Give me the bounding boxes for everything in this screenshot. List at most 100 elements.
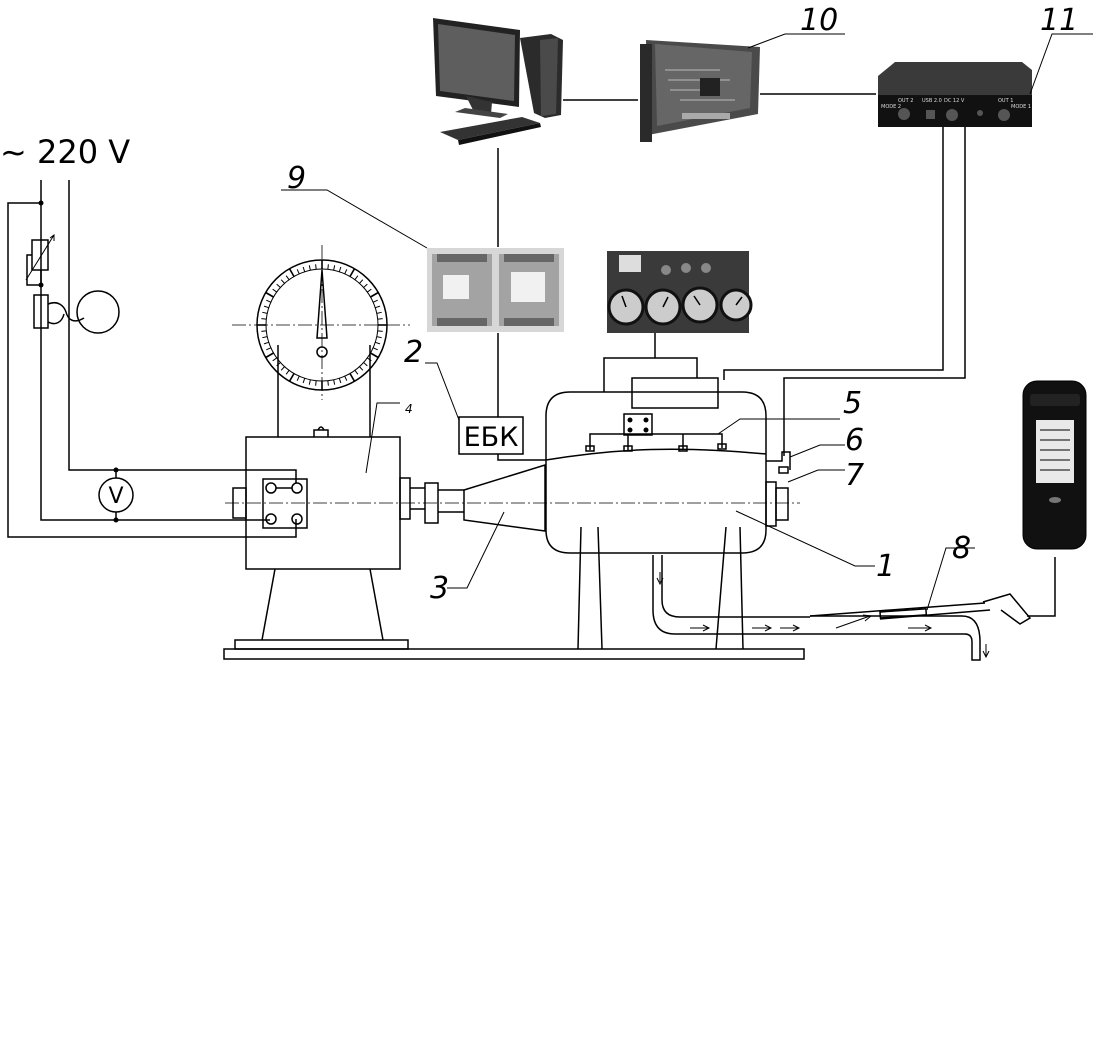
dial-tick (266, 299, 272, 303)
dial-tick (376, 311, 382, 314)
base-frame (223, 639, 805, 660)
shaft-and-transmission: 3 (225, 463, 800, 606)
dial-tick (266, 347, 272, 351)
dial-tick (302, 266, 306, 272)
dial-tick (333, 265, 336, 271)
port-dc: DC 12 V (944, 98, 965, 104)
dial-tick (315, 380, 317, 386)
dial-tick (261, 318, 267, 320)
power-supply: ~ 220 V (0, 133, 297, 538)
dial-tick (261, 330, 267, 332)
dial-tick (265, 291, 274, 298)
dynamometer-balancer: 4 (232, 245, 413, 641)
dial-tick (308, 265, 311, 271)
dial-tick (280, 366, 285, 371)
dial-tick (308, 379, 311, 385)
dial-tick (302, 378, 306, 384)
callout-11: 11 (1040, 3, 1078, 38)
dial-tick (338, 378, 342, 384)
voltmeter-symbol: V (108, 484, 123, 509)
callout-7: 7 (845, 458, 864, 493)
dial-tick (333, 379, 336, 385)
terminal-box (262, 478, 308, 529)
dial-tick (377, 330, 383, 332)
instrument-panel-photo (607, 251, 753, 333)
dial-tick (288, 268, 295, 277)
daq-card-icon: 10 (640, 3, 876, 142)
dial-tick (344, 375, 348, 381)
dial-tick (263, 341, 269, 345)
engine-block (545, 391, 767, 554)
gas-analyzer-icon (1022, 380, 1087, 550)
dial-tick (344, 269, 348, 275)
dial-tick (375, 305, 381, 309)
callout-6: 6 (845, 423, 864, 458)
ebk-label: ЕБК (464, 422, 519, 453)
dial-tick (280, 279, 285, 284)
callout-1: 1 (876, 549, 895, 584)
dial-tick (272, 288, 277, 293)
dial-tick (349, 268, 356, 277)
lamp-icon (76, 290, 120, 334)
dial-tick (262, 336, 268, 339)
callout-5: 5 (843, 386, 862, 421)
callout-2: 2 (404, 335, 423, 370)
engine-under-test: 5 6 7 1 (545, 333, 895, 650)
port-out1: OUT 1 (998, 98, 1013, 104)
dial-tick (363, 283, 368, 288)
dial-ticks (257, 260, 387, 390)
dial-tick (367, 357, 372, 362)
dial-tick (288, 373, 295, 382)
dial-tick (372, 299, 378, 303)
dial-tick (327, 380, 329, 386)
ebk-box (458, 416, 524, 455)
dial-tick (367, 288, 372, 293)
ebk-block: ЕБК 2 (404, 333, 546, 461)
dial-tick (265, 352, 274, 359)
port-out2: OUT 2 (898, 98, 913, 104)
dial-tick (359, 366, 364, 371)
dial-tick (359, 279, 364, 284)
dial-tick (262, 311, 268, 314)
dial-tick (370, 291, 379, 298)
dial-tick (285, 370, 290, 375)
encoder-7 (775, 487, 789, 521)
dial-tick (272, 357, 277, 362)
dial-tick (296, 375, 300, 381)
dial-tick (377, 318, 383, 320)
callout-4: 4 (405, 402, 413, 416)
voltmeter: V (98, 467, 297, 523)
voltmeter-icon (98, 477, 134, 513)
dial-tick (370, 352, 379, 359)
dial-tick (363, 362, 368, 367)
dial-tick (327, 264, 329, 270)
dial-tick (276, 283, 281, 288)
control-module-photo: 9 (281, 161, 564, 332)
dial-tick (354, 370, 359, 375)
base-plate (223, 648, 805, 660)
reduction-gear-3 (463, 463, 546, 532)
dial-tick (285, 275, 290, 280)
port-usb: USB 2.0 (922, 98, 942, 104)
dial-tick (276, 362, 281, 367)
dial-tick (375, 341, 381, 345)
port-mode2: MODE 2 (881, 104, 901, 110)
callout-9: 9 (287, 161, 306, 196)
dial-tick (349, 373, 356, 382)
dial-tick (354, 275, 359, 280)
dial-tick (263, 305, 269, 309)
dial-tick (296, 269, 300, 275)
fuel-pump-5 (623, 413, 653, 436)
interface-box-icon: MODE 2 OUT 2 USB 2.0 DC 12 V OUT 1 MODE … (723, 3, 1093, 456)
dial-tick (376, 336, 382, 339)
rheostat-icon (31, 239, 49, 271)
exhaust-system: 8 (652, 531, 1056, 661)
callout-3: 3 (430, 571, 449, 606)
callout-8: 8 (952, 531, 971, 566)
port-mode1: MODE 1 (1011, 104, 1031, 110)
supply-voltage-label: ~ 220 V (0, 133, 130, 171)
callout-10: 10 (800, 3, 838, 38)
dial-tick (372, 347, 378, 351)
